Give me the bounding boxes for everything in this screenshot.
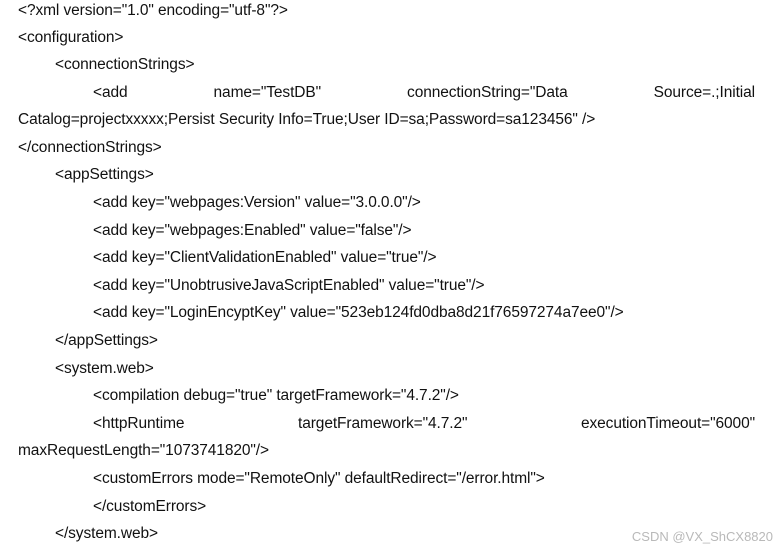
system-web-open-line: <system.web> xyxy=(55,360,154,377)
setting-login-encrypt-key-line: <add key="LoginEncyptKey" value="523eb12… xyxy=(93,304,624,321)
compilation-line: <compilation debug="true" targetFramewor… xyxy=(93,387,459,404)
setting-client-validation-line: <add key="ClientValidationEnabled" value… xyxy=(93,249,437,266)
http-runtime-continuation-line: maxRequestLength="1073741820"/> xyxy=(18,442,269,459)
setting-unobtrusive-js-line: <add key="UnobtrusiveJavaScriptEnabled" … xyxy=(93,277,485,294)
setting-webpages-enabled-line: <add key="webpages:Enabled" value="false… xyxy=(93,222,412,239)
csdn-watermark: CSDN @VX_ShCX8820 xyxy=(631,529,773,544)
setting-webpages-version-line: <add key="webpages:Version" value="3.0.0… xyxy=(93,194,421,211)
xml-declaration-line: <?xml version="1.0" encoding="utf-8"?> xyxy=(18,2,288,19)
connection-string-add-line: <add name="TestDB" connectionString="Dat… xyxy=(93,82,755,104)
http-runtime-tag-token: <httpRuntime xyxy=(93,415,185,432)
connection-string-continuation-line: Catalog=projectxxxxx;Persist Security In… xyxy=(18,111,596,128)
custom-errors-open-line: <customErrors mode="RemoteOnly" defaultR… xyxy=(93,470,545,487)
app-settings-close-line: </appSettings> xyxy=(55,332,158,349)
source-token: Source=.;Initial xyxy=(653,84,755,101)
target-framework-token: targetFramework="4.7.2" xyxy=(298,415,468,432)
name-attribute-token: name="TestDB" xyxy=(213,84,322,101)
execution-timeout-token: executionTimeout="6000" xyxy=(580,415,755,432)
add-tag-token: <add xyxy=(93,84,128,101)
custom-errors-close-line: </customErrors> xyxy=(93,498,207,515)
connection-string-attribute-token: connectionString="Data xyxy=(407,84,568,101)
configuration-open-line: <configuration> xyxy=(18,29,124,46)
system-web-close-line: </system.web> xyxy=(55,525,158,542)
http-runtime-line: <httpRuntime targetFramework="4.7.2" exe… xyxy=(93,413,755,435)
app-settings-open-line: <appSettings> xyxy=(55,166,154,183)
connection-strings-close-line: </connectionStrings> xyxy=(18,139,162,156)
connection-strings-open-line: <connectionStrings> xyxy=(55,56,195,73)
